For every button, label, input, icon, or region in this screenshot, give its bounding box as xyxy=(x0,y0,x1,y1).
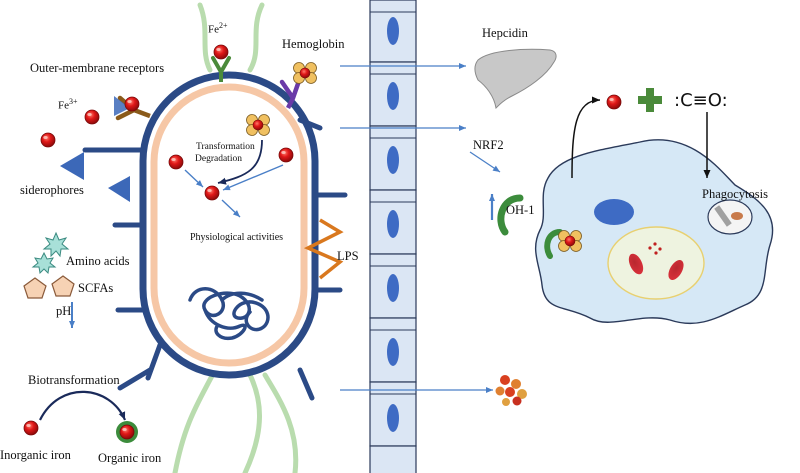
amino-acids-label: Amino acids xyxy=(66,254,130,268)
hemoglobin-receptor xyxy=(279,75,303,110)
scfas-label: SCFAs xyxy=(78,281,114,295)
organic-iron-atom xyxy=(116,421,138,443)
iron-aggregate xyxy=(495,375,527,406)
phagocytosis-label: Phagocytosis xyxy=(702,187,768,201)
carbon-monoxide-label: :C≡O: xyxy=(674,90,728,111)
green-plus-icon xyxy=(638,88,662,112)
siderophores-label: siderophores xyxy=(20,183,84,197)
degradation-label: Degradation xyxy=(195,154,242,164)
flagella xyxy=(172,2,299,473)
inorganic-iron-atom xyxy=(23,420,39,436)
fe2-receptor xyxy=(211,56,231,82)
biotransformation-label: Biotransformation xyxy=(28,373,120,387)
organic-iron-label: Organic iron xyxy=(98,451,162,465)
macrophage xyxy=(535,139,774,325)
transformation-label: Transformation xyxy=(196,142,255,152)
outer-membrane-receptors-label: Outer-membrane receptors xyxy=(30,61,165,75)
fe2-charge: 2+ xyxy=(219,21,228,30)
macrophage-output-arrow xyxy=(571,96,601,179)
inorganic-iron-label: Inorganic iron xyxy=(0,448,71,462)
hepcidin-label: Hepcidin xyxy=(482,26,528,40)
amino-acid-stars xyxy=(31,231,70,275)
lps-label: LPS xyxy=(337,249,359,263)
nrf2-label: NRF2 xyxy=(473,138,504,152)
siderophores xyxy=(60,152,130,202)
fe2-text: Fe xyxy=(208,23,219,36)
lps-structure xyxy=(303,218,344,280)
translocation-arrows xyxy=(340,63,501,393)
fe2-label: Fe2+ xyxy=(208,22,228,36)
fe3-label: Fe3+ xyxy=(58,98,78,112)
bacterium xyxy=(139,71,319,379)
fe3-text: Fe xyxy=(58,99,69,112)
hemoglobin-label: Hemoglobin xyxy=(282,37,345,51)
fe3-charge: 3+ xyxy=(69,97,78,106)
oh1-label: OH-1 xyxy=(506,203,535,217)
internal-arrows xyxy=(184,139,284,218)
physiological-activities-label: Physiological activities xyxy=(190,232,284,243)
scfa-pentagons xyxy=(23,275,75,299)
liver-icon xyxy=(474,48,557,110)
ph-label: pH xyxy=(56,304,72,318)
oh1-enzyme xyxy=(497,194,524,236)
membrane-spikes xyxy=(82,117,348,401)
epithelial-layer xyxy=(369,0,417,473)
nucleoid-dna xyxy=(188,287,270,341)
epithelial-nuclei xyxy=(387,17,399,432)
biotransformation-arrow xyxy=(39,390,127,421)
